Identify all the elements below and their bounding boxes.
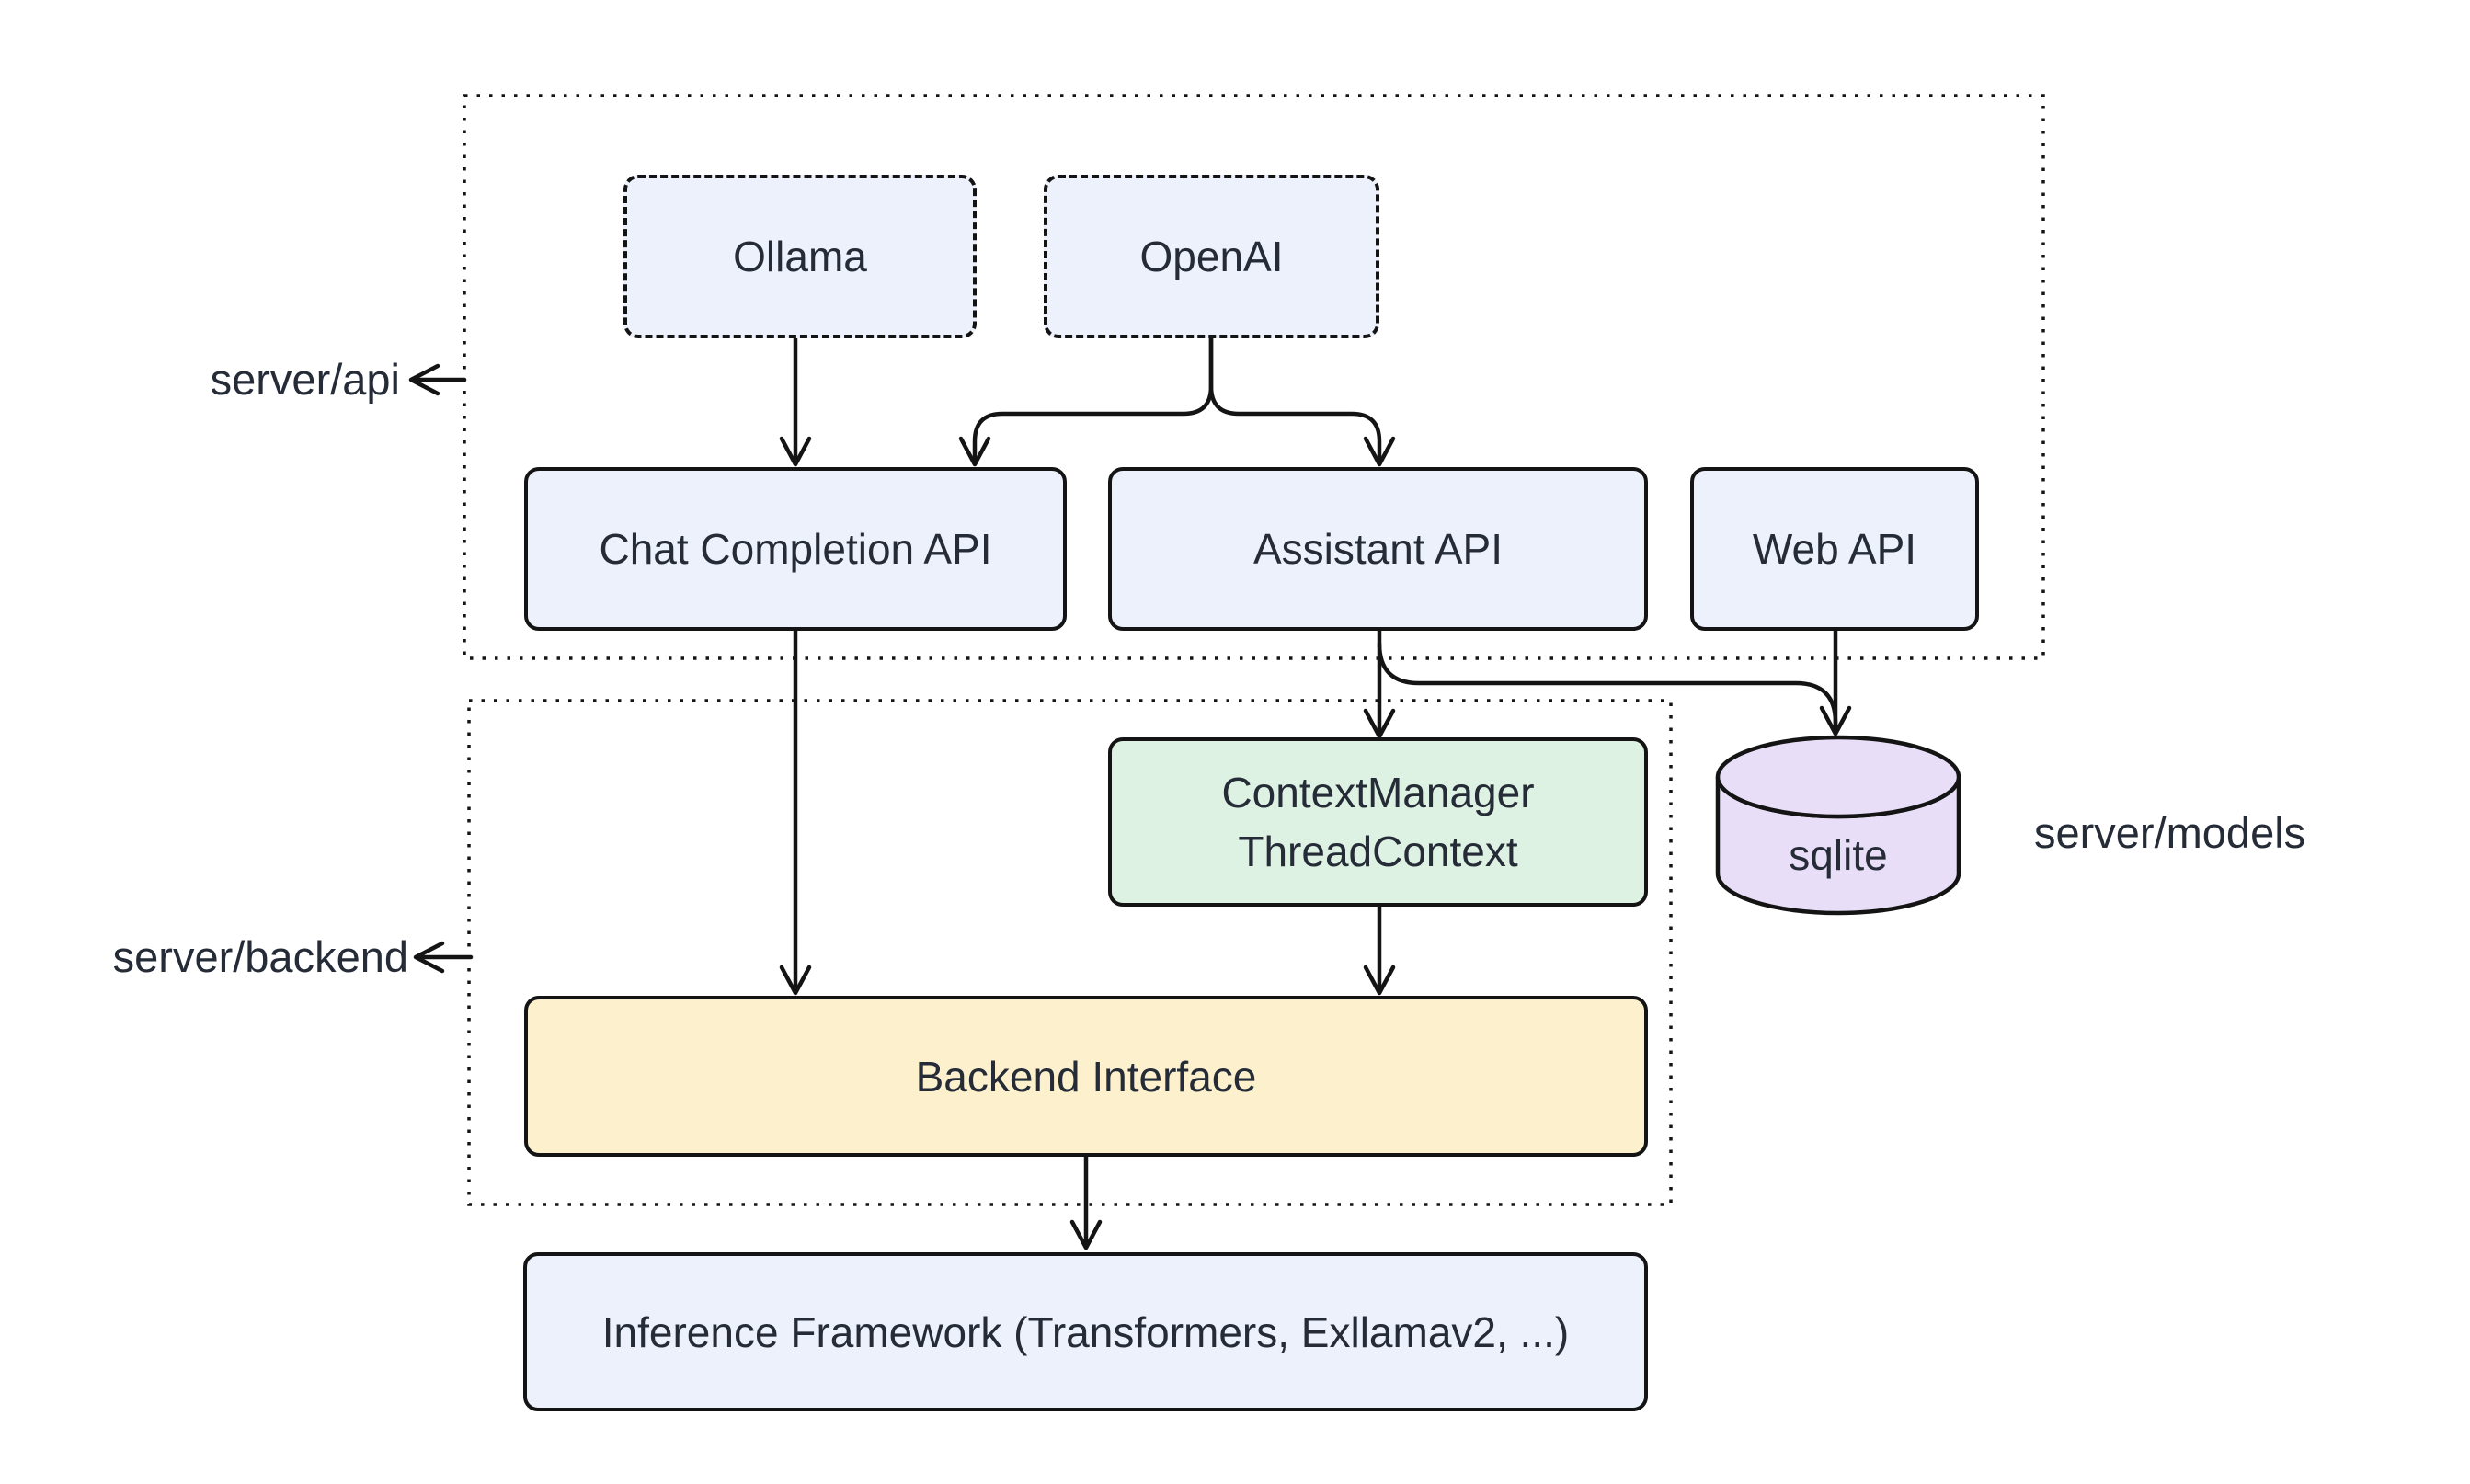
node-backend-interface-label: Backend Interface [915,1052,1257,1101]
edge-assistant-to-sqlite [1377,641,1838,729]
node-context-manager: ContextManager ThreadContext [1108,737,1648,907]
node-chat-completion-api-label: Chat Completion API [599,525,992,573]
server-backend-group-label: server/backend [112,932,408,981]
server-api-group-label: server/api [210,355,400,404]
node-context-manager-line2: ThreadContext [1238,828,1518,875]
node-ollama-label: Ollama [733,233,867,280]
node-web-api: Web API [1690,467,1979,631]
edge-backend-interface-to-inference [1069,1154,1103,1250]
edge-context-manager-to-backend-interface [1363,904,1396,996]
node-inference-framework: Inference Framework (Transformers, Exlla… [523,1252,1648,1411]
node-openai: OpenAI [1044,175,1379,338]
edge-openai-to-assistant [1208,336,1396,467]
node-inference-framework-label: Inference Framework (Transformers, Exlla… [601,1307,1570,1356]
pointer-server-api-label [408,363,467,396]
node-openai-label: OpenAI [1139,233,1284,280]
node-sqlite-label: sqlite [1789,831,1888,879]
edge-web-api-to-sqlite [1819,628,1852,736]
node-assistant-api-label: Assistant API [1252,525,1503,573]
node-chat-completion-api: Chat Completion API [524,467,1067,631]
sqlite-database-shape [1715,735,1961,916]
server-backend-group-border [467,699,1673,1206]
node-ollama: Ollama [623,175,977,338]
server-models-label: server/models [2034,808,2306,857]
node-assistant-api: Assistant API [1108,467,1648,631]
edge-ollama-to-chat [779,336,812,467]
edge-openai-to-chat [958,336,1214,467]
node-backend-interface: Backend Interface [524,996,1648,1157]
node-context-manager-line1: ContextManager [1221,769,1535,816]
edge-chat-to-backend-interface [779,628,812,996]
pointer-server-backend-label [413,941,474,974]
node-web-api-label: Web API [1752,525,1917,573]
server-api-group-border [463,94,2045,660]
